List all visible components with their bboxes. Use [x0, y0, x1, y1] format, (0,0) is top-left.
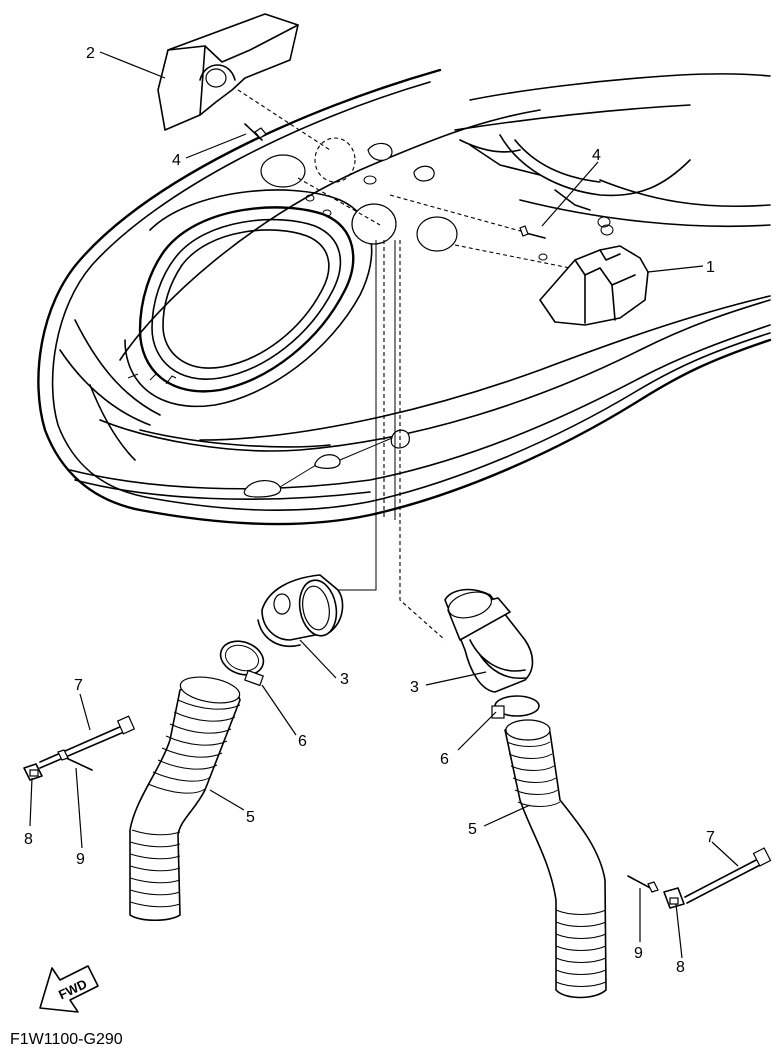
callout-9-left: 9 [76, 851, 85, 868]
part-2-vent-cover [157, 13, 299, 131]
callout-labels: 2 4 4 1 3 3 6 6 5 5 7 7 8 8 9 9 [24, 45, 715, 976]
drawing-code: F1W1100-G290 [10, 1031, 123, 1048]
callout-9-right: 9 [634, 945, 643, 962]
callout-3-right: 3 [410, 679, 419, 696]
part-3-elbow-left [257, 574, 344, 647]
part-7-cable-tie-right [684, 847, 772, 904]
callout-6-left: 6 [298, 733, 307, 750]
part-8-holder-left [23, 763, 43, 781]
callout-7-left: 7 [74, 677, 83, 694]
callout-5-right: 5 [468, 821, 477, 838]
callout-6-right: 6 [440, 751, 449, 768]
callout-1: 1 [706, 259, 715, 276]
part-3-elbow-right [444, 588, 534, 693]
callout-7-right: 7 [706, 829, 715, 846]
callout-2: 2 [86, 45, 95, 62]
part-9-rivet-left [57, 749, 93, 771]
part-5-hose-left [129, 676, 241, 922]
callout-4-right: 4 [592, 147, 601, 164]
part-4-screw-right [519, 225, 546, 239]
part-1-vent-cover [539, 245, 649, 326]
part-8-holder-right [663, 887, 685, 909]
callout-3-left: 3 [340, 671, 349, 688]
part-9-rivet-right [627, 875, 659, 893]
part-7-cable-tie-left [39, 715, 136, 769]
callout-8-right: 8 [676, 959, 685, 976]
callout-4-left: 4 [172, 152, 181, 169]
routing-lines [320, 240, 446, 641]
part-6-clamp-left [219, 640, 265, 687]
part-4-screw-left [244, 123, 267, 141]
callout-8-left: 8 [24, 831, 33, 848]
callout-5-left: 5 [246, 809, 255, 826]
part-5-hose-right [504, 719, 607, 999]
fwd-arrow-icon: FWD [39, 965, 99, 1013]
leader-lines [29, 51, 739, 959]
part-6-clamp-right [491, 695, 540, 719]
deck-hull [37, 68, 772, 526]
